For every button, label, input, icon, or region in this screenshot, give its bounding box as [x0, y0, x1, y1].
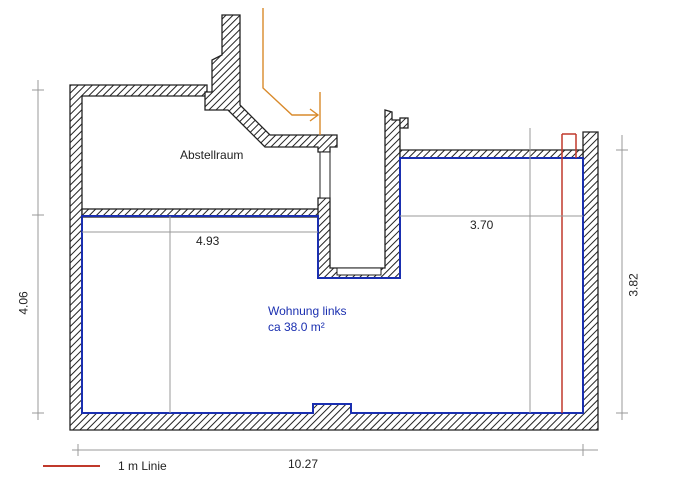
wall-top-right-stub [399, 117, 409, 129]
dim-total-width: 10.27 [288, 457, 319, 471]
apartment-outline [81, 157, 584, 414]
apartment-area: ca 38.0 m² [268, 320, 325, 334]
one-meter-line [561, 133, 577, 413]
dimension-lines [32, 80, 628, 456]
dim-height-left: 4.06 [16, 291, 31, 315]
window-shaft-bottom [336, 267, 382, 276]
dim-inner-width-left: 4.93 [196, 234, 220, 248]
window-shaft [319, 151, 331, 199]
dim-height-right: 3.82 [626, 273, 641, 297]
wall-top-right [399, 149, 584, 159]
room-label-storage: Abstellraum [180, 148, 244, 162]
legend-label: 1 m Linie [118, 459, 167, 473]
entry-arrow-icon [262, 8, 321, 135]
dim-inner-width-right: 3.70 [470, 218, 494, 232]
room-label-apartment: Wohnung links [268, 304, 347, 318]
wall-chimney [204, 14, 338, 153]
